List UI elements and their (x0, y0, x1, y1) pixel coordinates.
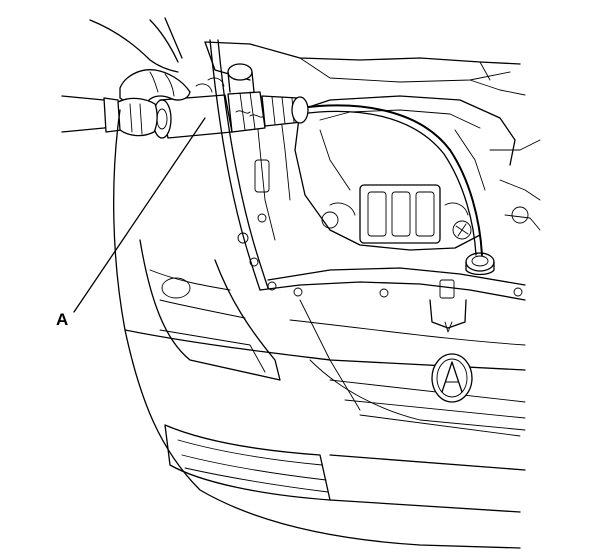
tester-hose (299, 104, 483, 256)
technician-hands (61, 17, 225, 137)
callout-label-a: A (56, 310, 69, 329)
front-bumper (113, 109, 526, 549)
engine-cover (294, 95, 516, 251)
radiator-support (209, 39, 526, 333)
headlight (139, 239, 281, 381)
callout-a-leader (73, 117, 206, 313)
cooling-system-tester (152, 63, 309, 139)
radiator-cap-neck (465, 252, 495, 276)
acura-logo (431, 353, 473, 403)
